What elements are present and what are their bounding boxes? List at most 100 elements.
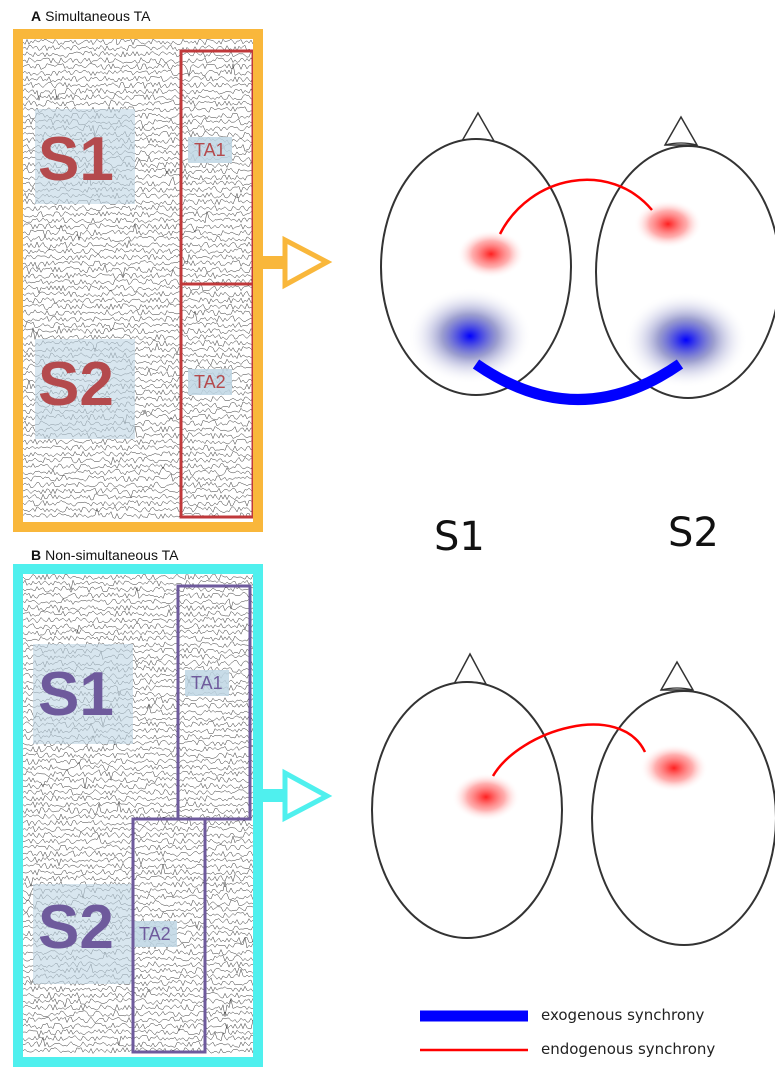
legend-endogenous-label: endogenous synchrony — [541, 1040, 716, 1058]
panel-b-s1-tile — [33, 644, 133, 744]
eeg-trace — [23, 574, 253, 581]
eeg-trace — [23, 99, 253, 108]
eeg-trace — [23, 75, 253, 83]
endogenous-link-bottom — [491, 723, 647, 777]
eeg-trace — [23, 325, 253, 335]
panel-b-s2-tile — [33, 884, 133, 984]
eeg-trace — [23, 997, 253, 1008]
eeg-trace — [23, 873, 253, 888]
panel-b-eeg-traces — [23, 574, 253, 1054]
eeg-trace — [23, 1009, 253, 1017]
eeg-trace — [23, 999, 253, 1017]
eeg-trace — [23, 788, 253, 796]
eeg-trace — [23, 210, 253, 218]
eeg-trace — [23, 456, 253, 466]
eeg-trace — [23, 310, 253, 323]
eeg-trace — [23, 844, 253, 852]
eeg-trace — [23, 739, 253, 753]
panel-a-letter: A — [31, 8, 42, 24]
eeg-trace — [23, 604, 253, 614]
blue-blob-s1 — [408, 288, 532, 384]
panel-b-title-text: Non-simultaneous TA — [45, 547, 179, 563]
eeg-trace — [23, 444, 253, 452]
eeg-trace — [23, 505, 253, 513]
eeg-trace — [23, 211, 253, 224]
panel-b-ta2-label: TA2 — [133, 921, 177, 947]
panel-a-s1-label: S1 — [38, 125, 114, 194]
eeg-trace — [23, 795, 253, 802]
blue-blob-s2 — [624, 292, 748, 388]
eeg-trace — [23, 247, 253, 255]
panel-a-s1-tile — [35, 109, 135, 204]
eeg-trace — [23, 825, 253, 833]
eeg-trace — [23, 862, 253, 872]
eeg-trace — [23, 93, 253, 101]
eeg-trace — [23, 598, 253, 610]
eeg-trace — [23, 761, 253, 771]
eeg-trace — [23, 39, 253, 46]
exogenous-link-top — [472, 359, 684, 405]
eeg-trace — [23, 239, 253, 251]
eeg-trace — [23, 622, 253, 635]
eeg-trace — [23, 1046, 253, 1054]
eeg-trace — [23, 579, 253, 591]
panel-a-eeg-frame: S1 S2 TA1 TA2 — [13, 29, 263, 532]
eeg-trace — [23, 253, 253, 265]
eeg-trace — [23, 466, 253, 476]
eeg-trace — [23, 450, 253, 458]
eeg-trace — [23, 268, 253, 280]
eeg-trace — [23, 1031, 253, 1046]
arrow-a — [263, 235, 333, 290]
eeg-trace — [23, 830, 253, 839]
arrow-b — [263, 768, 333, 823]
panel-b-ta-boxes — [131, 584, 252, 1054]
eeg-trace — [23, 641, 253, 649]
eeg-trace — [23, 472, 253, 483]
eeg-trace — [23, 462, 253, 470]
eeg-trace — [23, 616, 253, 624]
eeg-trace — [23, 864, 253, 876]
panel-a-ta2-box — [179, 282, 253, 519]
eeg-trace — [23, 608, 253, 618]
eeg-trace — [23, 587, 253, 599]
panel-a-s2-label: S2 — [38, 350, 114, 419]
eeg-trace — [23, 50, 253, 58]
eeg-trace — [23, 481, 253, 489]
eeg-trace — [23, 56, 253, 64]
eeg-trace — [23, 327, 253, 341]
head-s2-bottom — [591, 660, 775, 946]
head-label-s2: S2 — [668, 510, 719, 556]
eeg-trace — [23, 751, 253, 759]
panel-b-letter: B — [31, 547, 42, 563]
panel-b-s1-label: S1 — [38, 660, 114, 729]
panel-a-s2-tile — [35, 339, 135, 439]
eeg-trace — [23, 585, 253, 593]
eeg-trace — [23, 63, 253, 77]
eeg-trace — [23, 493, 253, 501]
eeg-trace — [23, 985, 253, 993]
red-blob-s1-bottom — [452, 773, 520, 821]
eeg-trace — [23, 801, 253, 809]
eeg-trace — [23, 782, 253, 790]
eeg-trace — [23, 290, 253, 298]
eeg-trace — [23, 758, 253, 765]
eeg-trace — [23, 296, 253, 305]
panel-b-ta1-box — [176, 584, 252, 821]
eeg-trace — [23, 1020, 253, 1032]
eeg-trace — [23, 835, 253, 845]
eeg-trace — [23, 850, 253, 858]
red-blob-s1-top — [457, 230, 525, 278]
eeg-trace — [23, 87, 253, 101]
eeg-trace — [23, 768, 253, 781]
panel-b-eeg-frame: S1 S2 TA1 TA2 — [13, 564, 263, 1067]
eeg-trace — [23, 281, 253, 294]
eeg-trace — [23, 204, 253, 212]
eeg-trace — [23, 234, 253, 243]
panel-a-ta2-label: TA2 — [188, 369, 232, 395]
eeg-trace — [23, 816, 253, 827]
panel-b-s2-label: S2 — [38, 893, 114, 962]
eeg-trace — [23, 634, 253, 642]
